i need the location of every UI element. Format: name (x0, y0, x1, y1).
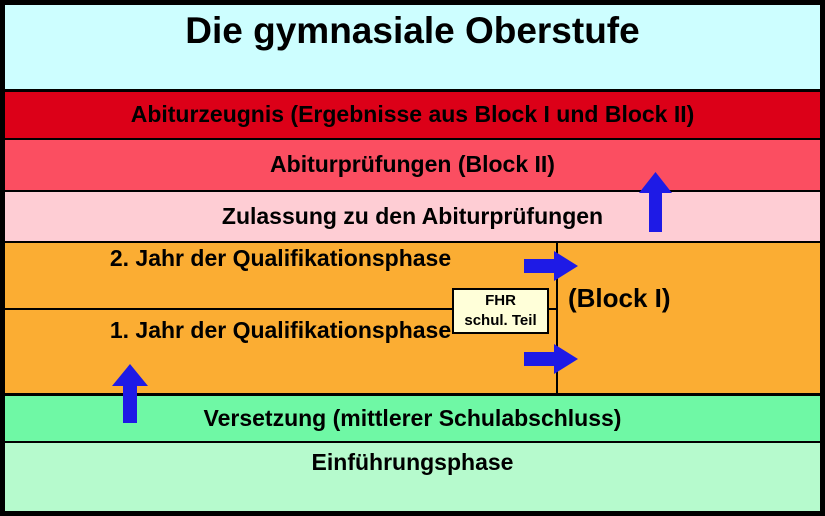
block1-label: (Block I) (568, 283, 671, 313)
band-abiturzeugnis: Abiturzeugnis (Ergebnisse aus Block I un… (5, 92, 820, 140)
band-versetzung-label: Versetzung (mittlerer Schulabschluss) (203, 404, 622, 431)
jahr-row-divider (5, 308, 556, 310)
band-abiturzeugnis-label: Abiturzeugnis (Ergebnisse aus Block I un… (130, 101, 695, 128)
right-arrow-icon (524, 251, 578, 281)
band-jahr2-label: 2. Jahr der Qualifikationsphase (109, 245, 452, 271)
band-abiturpruefungen: Abiturprüfungen (Block II) (5, 140, 820, 192)
block1-cell: (Block I) (558, 243, 820, 393)
page-title: Die gymnasiale Oberstufe (185, 10, 640, 51)
title-band: Die gymnasiale Oberstufe (5, 5, 820, 92)
band-jahr2: 2. Jahr der Qualifikationsphase (5, 243, 556, 308)
right-arrow-icon (524, 344, 578, 374)
band-zulassung-label: Zulassung zu den Abiturprüfungen (221, 202, 604, 229)
band-zulassung: Zulassung zu den Abiturprüfungen (5, 192, 820, 243)
band-abiturpruefungen-label: Abiturprüfungen (Block II) (270, 151, 555, 178)
band-jahr1: 1. Jahr der Qualifikationsphase (5, 310, 556, 393)
fhr-box-line2: schul. Teil (464, 312, 537, 329)
band-einfuehrungsphase-label: Einführungsphase (311, 449, 514, 475)
fhr-box: FHR schul. Teil (452, 288, 549, 334)
band-versetzung: Versetzung (mittlerer Schulabschluss) (5, 396, 820, 443)
up-arrow-icon (112, 364, 148, 423)
band-einfuehrungsphase: Einführungsphase (5, 443, 820, 511)
band-jahr1-label: 1. Jahr der Qualifikationsphase (109, 317, 452, 343)
block1-column-divider (556, 243, 558, 393)
qualifikationsphase-left-column: 2. Jahr der Qualifikationsphase 1. Jahr … (5, 243, 556, 393)
fhr-box-line1: FHR (485, 292, 516, 310)
up-arrow-icon (639, 172, 672, 232)
qualifikationsphase-section: 2. Jahr der Qualifikationsphase 1. Jahr … (5, 243, 820, 396)
